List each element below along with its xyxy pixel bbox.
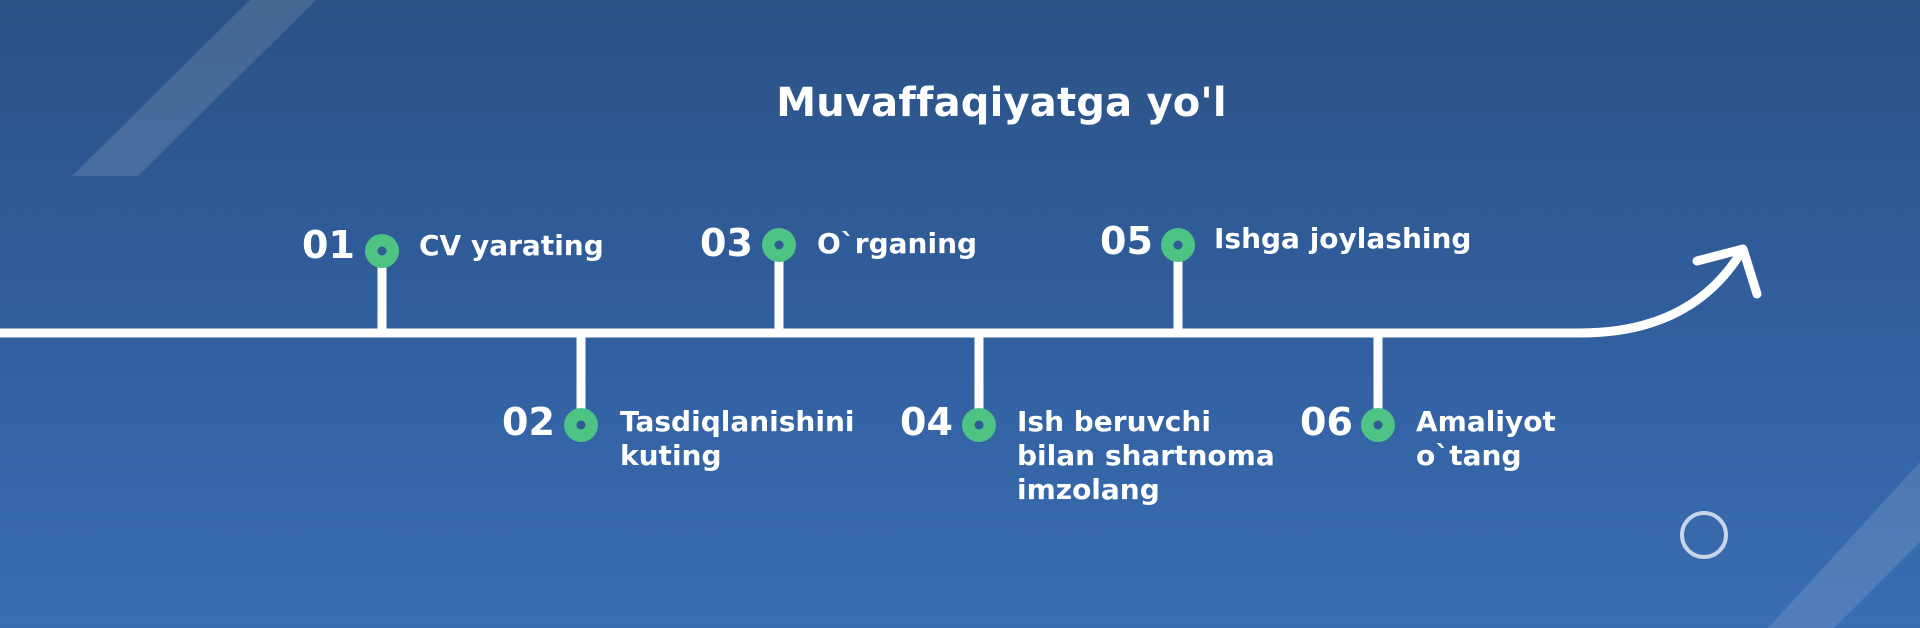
step-number-04: 04 <box>900 400 953 444</box>
step-label-06: Amaliyot o`tang <box>1416 405 1556 473</box>
step-label-03: O`rganing <box>817 227 977 261</box>
step-label-line: Amaliyot <box>1416 405 1556 438</box>
step-number-02: 02 <box>502 400 555 444</box>
node-step-06 <box>1361 408 1395 442</box>
step-label-line: CV yarating <box>419 229 604 262</box>
node-step-04 <box>962 408 996 442</box>
step-label-line: Ishga joylashing <box>1214 222 1472 255</box>
timeline-arrowhead <box>1692 244 1762 299</box>
step-label-line: o`tang <box>1416 439 1522 472</box>
step-label-line: Ish beruvchi <box>1017 405 1211 438</box>
step-number-05: 05 <box>1100 219 1153 263</box>
step-label-line: kuting <box>620 439 722 472</box>
step-label-04: Ish beruvchi bilan shartnoma imzolang <box>1017 405 1275 507</box>
step-number-03: 03 <box>700 221 753 265</box>
step-label-line: O`rganing <box>817 227 978 260</box>
decorative-stripe-bottom-right <box>1768 462 1920 628</box>
step-label-line: bilan shartnoma <box>1017 439 1275 472</box>
node-step-05 <box>1161 228 1195 262</box>
step-label-line: Tasdiqlanishini <box>620 405 855 438</box>
step-label-02: Tasdiqlanishini kuting <box>620 405 855 473</box>
step-label-05: Ishga joylashing <box>1214 222 1471 256</box>
step-number-06: 06 <box>1300 400 1353 444</box>
node-step-03 <box>762 228 796 262</box>
node-step-02 <box>564 408 598 442</box>
timeline-line <box>0 249 1745 338</box>
step-number-01: 01 <box>302 223 355 267</box>
node-step-01 <box>365 234 399 268</box>
page-title: Muvaffaqiyatga yo'l <box>776 80 1227 126</box>
step-label-01: CV yarating <box>419 229 604 263</box>
step-label-line: imzolang <box>1017 473 1160 506</box>
decorative-ring <box>1680 511 1728 559</box>
decorative-stripe-top-left <box>72 0 316 176</box>
